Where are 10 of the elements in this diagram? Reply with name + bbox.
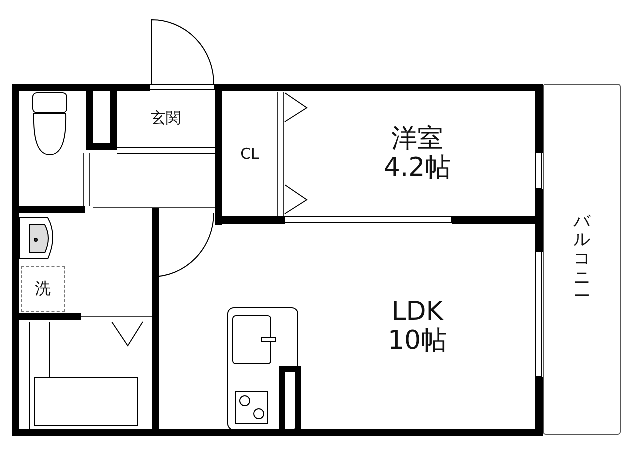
room-label: 洋室 xyxy=(392,125,444,154)
room-label: 玄関 xyxy=(151,110,181,126)
room-size-label: 10帖 xyxy=(388,326,448,356)
balcony-area xyxy=(543,84,621,435)
room-label: CL xyxy=(240,146,260,162)
room-label: LDK xyxy=(392,298,444,326)
washer-space xyxy=(21,266,65,312)
room-label: バルコニー xyxy=(574,212,590,306)
room-size-label: 4.2帖 xyxy=(384,154,452,183)
room-label: 洗 xyxy=(35,280,51,298)
